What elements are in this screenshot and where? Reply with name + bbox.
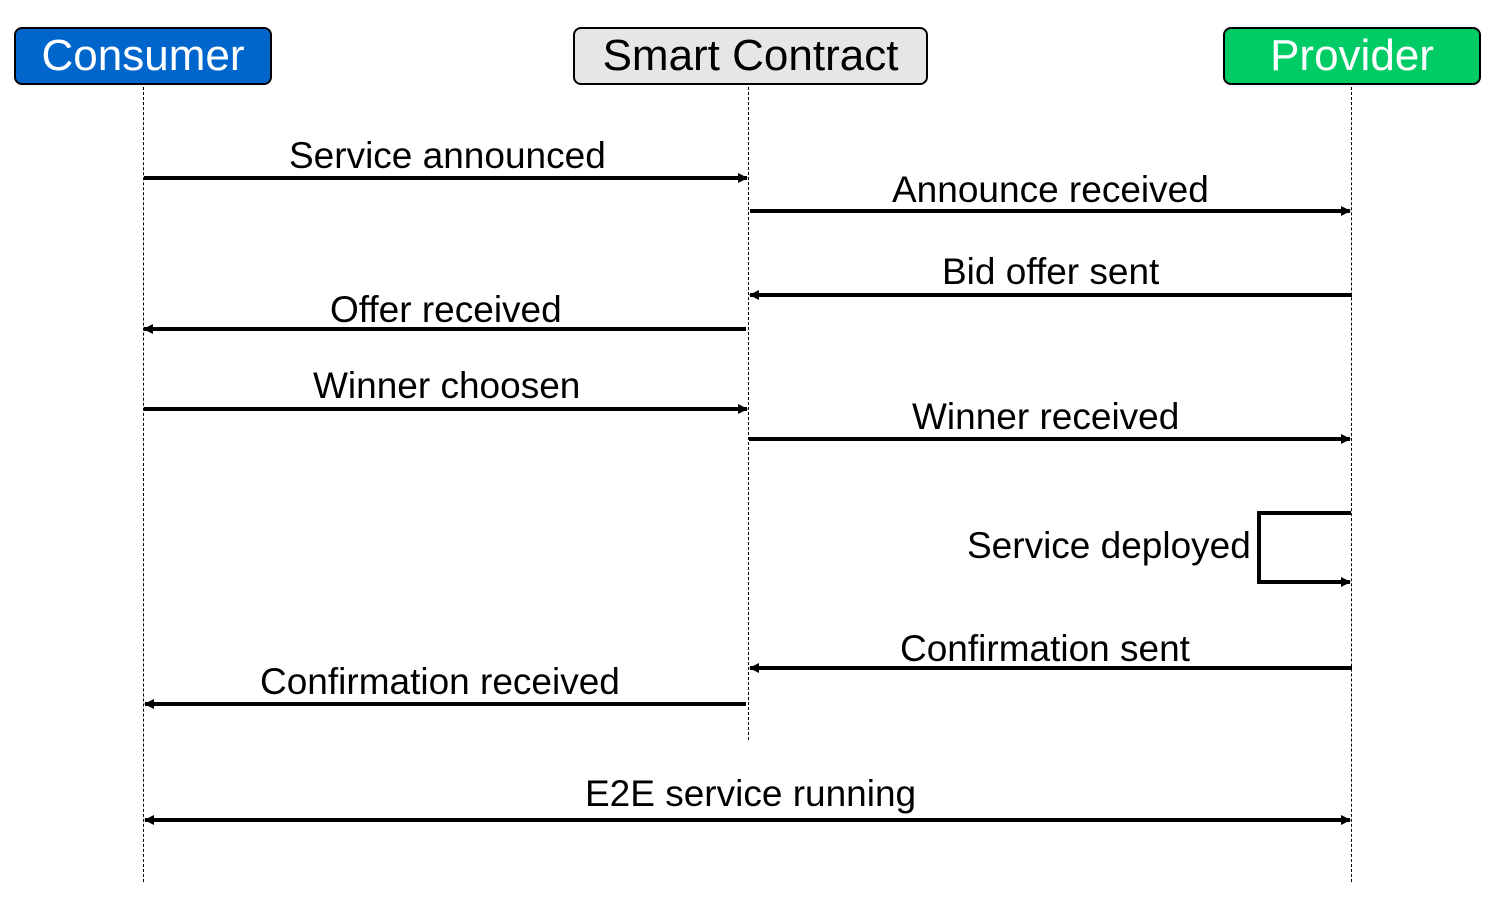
consumer-actor-label: Consumer <box>41 31 245 80</box>
label-offer-received: Offer received <box>330 289 562 330</box>
label-confirmation-received: Confirmation received <box>260 661 620 702</box>
label-bid-offer-sent: Bid offer sent <box>942 251 1160 292</box>
provider-lifeline <box>1351 87 1352 882</box>
smart-contract-actor-label: Smart Contract <box>602 31 899 80</box>
provider-actor-box: Provider <box>1223 27 1481 85</box>
label-winner-received: Winner received <box>912 396 1180 437</box>
label-e2e-service-running: E2E service running <box>585 773 917 814</box>
consumer-lifeline <box>143 87 144 882</box>
provider-actor-label: Provider <box>1270 31 1434 80</box>
label-service-deployed: Service deployed <box>967 525 1251 566</box>
label-service-announced: Service announced <box>289 135 606 176</box>
arrow-service-deployed <box>1257 511 1351 587</box>
label-announce-received: Announce received <box>892 169 1209 210</box>
consumer-actor-box: Consumer <box>14 27 272 85</box>
smart-contract-actor-box: Smart Contract <box>573 27 928 85</box>
smart-contract-lifeline <box>748 87 749 740</box>
label-winner-choosen: Winner choosen <box>313 365 581 406</box>
label-confirmation-sent: Confirmation sent <box>900 628 1190 669</box>
